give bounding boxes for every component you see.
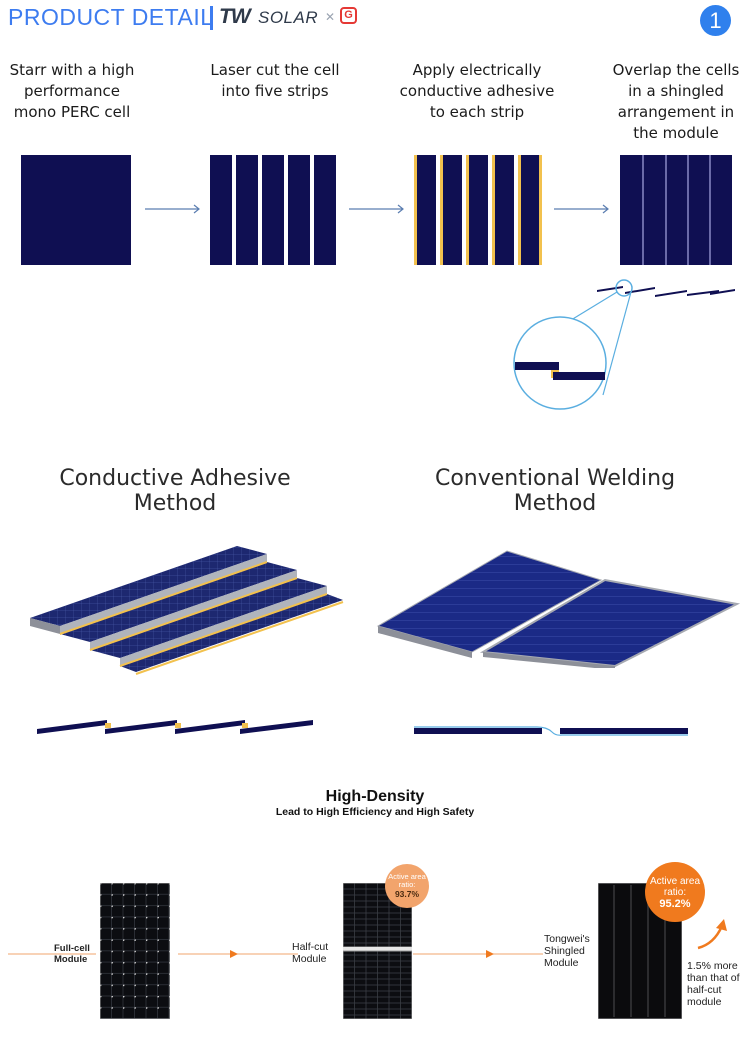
shingled-ratio-label: Active area ratio: [649, 876, 701, 898]
improvement-note: 1.5% more than that of half-cut module [687, 960, 740, 1008]
arrow-right-icon [145, 204, 200, 214]
brand-g-logo: G [340, 7, 357, 24]
increase-arrow-icon [697, 919, 727, 950]
mono-perc-cell [21, 155, 131, 265]
arrow-right-icon [554, 204, 609, 214]
step-2-caption: Laser cut the cell into five strips [210, 61, 340, 100]
brand-logo-solar: SOLAR [258, 8, 319, 27]
full-cell-label: Full-cell Module [54, 943, 90, 965]
half-cut-label: Half-cut Module [292, 941, 329, 965]
page-number-badge: 1 [700, 5, 731, 36]
five-strips [210, 155, 336, 265]
welding-module-illustration [376, 550, 741, 668]
adhesive-side-profile [37, 720, 313, 734]
brand-separator: ✕ [325, 10, 336, 24]
brand-logo-tw: TW [219, 5, 251, 28]
half-cut-module [343, 883, 412, 1019]
arrow-right-icon [349, 204, 404, 214]
step-4-caption: Overlap the cells in a shingled arrangem… [612, 61, 740, 142]
step-3-caption: Apply electrically conductive adhesive t… [399, 61, 555, 121]
step-1-caption: Starr with a high performance mono PERC … [9, 61, 135, 121]
shingled-cells [620, 155, 732, 265]
shingled-ratio-badge: Active area ratio: 95.2% [645, 862, 705, 922]
shingled-label: Tongwei's Shingled Module [544, 933, 590, 969]
welding-method-title: Conventional Welding Method [434, 466, 676, 516]
density-title: High-Density [325, 788, 425, 805]
adhesive-module-illustration [30, 546, 344, 675]
module-flow-line [8, 950, 543, 958]
strips-with-adhesive [414, 155, 542, 265]
shingle-zoom-detail [513, 279, 735, 410]
full-cell-module [100, 883, 170, 1019]
shingled-ratio-value: 95.2% [659, 898, 691, 910]
welding-side-profile [414, 726, 688, 736]
half-cut-ratio-badge: Active area ratio: 93.7% [385, 864, 429, 908]
page-title: PRODUCT DETAIL [8, 4, 214, 30]
title-divider [210, 6, 213, 30]
density-subtitle: Lead to High Efficiency and High Safety [275, 806, 475, 818]
adhesive-method-title: Conductive Adhesive Method [59, 466, 291, 516]
half-cut-ratio-label: Active area ratio: [388, 872, 426, 889]
half-cut-ratio-value: 93.7% [394, 889, 420, 899]
